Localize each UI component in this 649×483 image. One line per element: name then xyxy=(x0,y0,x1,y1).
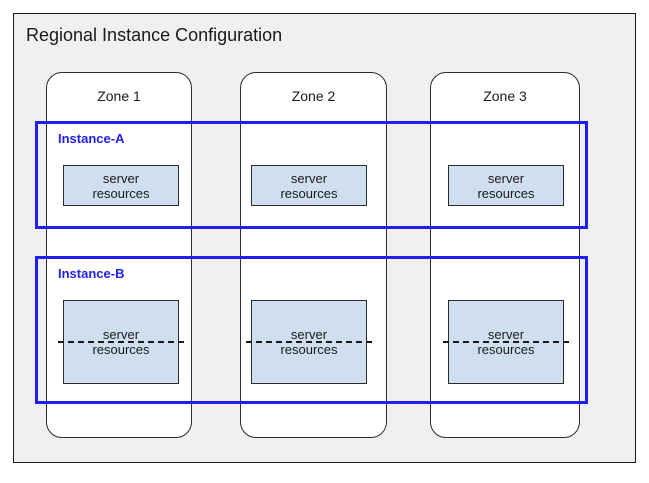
split-divider-zone-3 xyxy=(443,341,569,343)
server-box-label: server resources xyxy=(92,170,150,201)
server-box-label: server resources xyxy=(280,327,338,357)
server-box-label: server resources xyxy=(477,170,535,201)
zone-label-3: Zone 3 xyxy=(483,88,527,104)
server-box-instance-a-zone-2[interactable]: server resources xyxy=(251,165,367,206)
zone-label-2: Zone 2 xyxy=(291,88,336,104)
server-box-instance-a-zone-3[interactable]: server resources xyxy=(448,165,564,206)
zone-label-1: Zone 1 xyxy=(97,88,141,104)
server-box-label: server resources xyxy=(280,170,338,201)
server-box-label: server resources xyxy=(92,327,150,357)
split-divider-zone-2 xyxy=(246,341,372,343)
server-box-instance-a-zone-1[interactable]: server resources xyxy=(63,165,179,206)
page-title: Regional Instance Configuration xyxy=(26,25,283,45)
server-box-label: server resources xyxy=(477,327,535,357)
split-divider-zone-1 xyxy=(58,341,184,343)
